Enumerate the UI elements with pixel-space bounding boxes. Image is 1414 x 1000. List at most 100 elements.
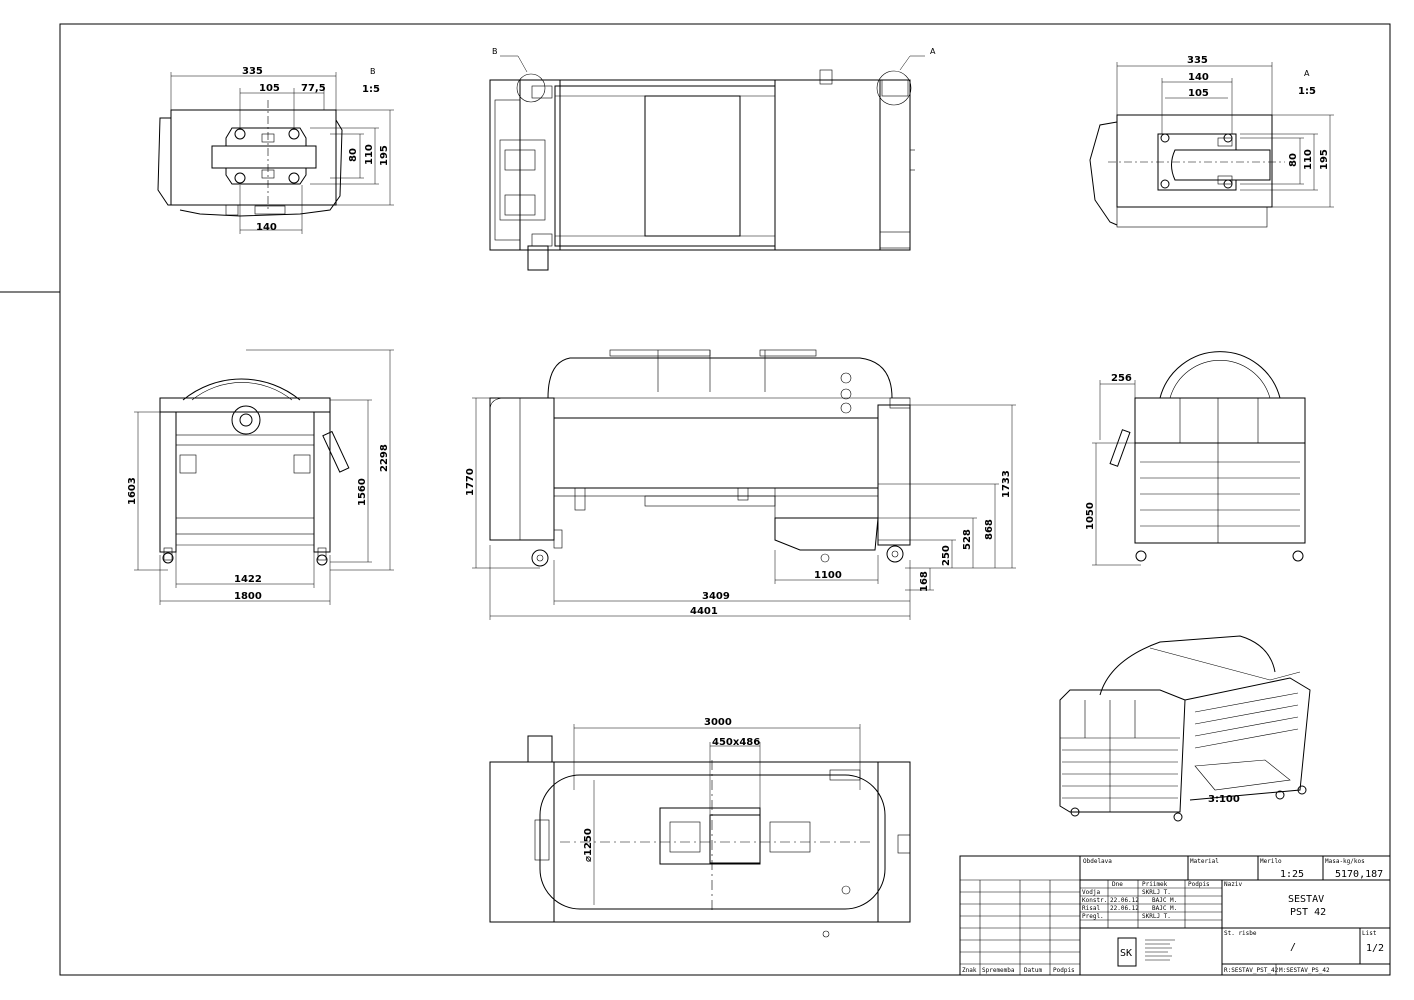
top-view: B A [489,47,936,271]
detail-b-dim-offset: 77,5 [301,83,326,94]
side-dim-250: 250 [941,545,952,566]
top-view-outline [489,79,911,251]
detail-b-plate [170,109,337,206]
svg-text:Pregl.: Pregl. [1082,913,1104,920]
title-row: Pregl. SKRLJ T. [1082,913,1171,920]
detail-a-view: A 1:5 335 140 105 80 110 195 [1089,55,1334,228]
title-naziv: Naziv [1224,881,1242,888]
side-tray [774,517,879,551]
end-left-dim-1603: 1603 [127,477,138,505]
title-col-priimek: Priimek [1142,881,1168,888]
side-dim-1100: 1100 [814,570,842,581]
detail-a-dim-140: 140 [1188,72,1209,83]
detail-b-view: B 1:5 335 105 77,5 140 [157,66,394,234]
title-col-dne: Dne [1112,881,1123,888]
plan-drum [539,774,886,910]
svg-text:SKRLJ T.: SKRLJ T. [1142,889,1171,896]
end-left-dim-1800: 1800 [234,591,262,602]
end-view-right: 256 1050 [1085,351,1306,566]
title-col-podpis: Podpis [1188,881,1210,888]
side-dim-4401: 4401 [690,606,718,617]
title-st-risbe-value: / [1290,942,1296,953]
side-drum-top [547,357,893,399]
svg-text:22.06.12: 22.06.12 [1110,905,1139,912]
title-row: Vodja SKRLJ T. [1082,889,1171,896]
end-view-left: 1603 1560 2298 1422 1800 [127,349,394,605]
detail-b-dim-80: 80 [348,148,359,162]
title-list: List [1362,930,1377,937]
detail-b-dim-110: 110 [364,144,375,165]
side-dim-1770: 1770 [465,468,476,496]
detail-b-dim-195: 195 [379,145,390,166]
title-merilo-value: 1:25 [1280,869,1304,880]
drum-hub [231,405,261,435]
top-view-callout-b: B [492,47,498,56]
title-main-1: SESTAV [1288,894,1324,905]
title-masa: Masa-kg/kos [1325,858,1365,865]
iso-drum [1099,635,1276,696]
detail-b-circle [516,73,546,103]
title-row: Risal 22.06.12 BAJC M. [1082,905,1177,912]
svg-text:BAJC M.: BAJC M. [1152,897,1177,904]
title-st-risbe: St. risbe [1224,930,1257,937]
drum-outline [182,378,301,401]
detail-a-dim-195: 195 [1319,149,1330,170]
iso-scale: 3:100 [1208,794,1240,805]
side-dim-3409: 3409 [702,591,730,602]
svg-text:Vodja: Vodja [1082,889,1100,896]
detail-a-dim-width: 335 [1187,55,1208,66]
detail-b-dim-hole: 105 [259,83,280,94]
title-footer-znak: Znak [962,967,977,974]
detail-b-dim-width: 335 [242,66,263,77]
title-block: Znak Sprememba Datum Podpis Obdelava Mat… [959,855,1391,976]
detail-b-label: B [370,67,376,76]
title-footer-podpis: Podpis [1053,967,1075,974]
title-merilo: Merilo [1260,858,1282,865]
company-logo-text: SK [1120,948,1132,959]
title-file-2: M:SESTAV_PS_42 [1279,967,1330,974]
detail-b-tube [211,145,317,169]
side-dim-528: 528 [962,529,973,550]
detail-a-label: A [1304,69,1310,78]
title-masa-value: 5170,187 [1335,869,1383,880]
detail-a-scale: 1:5 [1298,86,1316,97]
svg-text:BAJC M.: BAJC M. [1152,905,1177,912]
plan-dim-opening: 450x486 [712,737,760,748]
top-view-callout-a: A [930,47,936,56]
end-right-dim-1050: 1050 [1085,502,1096,530]
title-row: Konstr. 22.06.12 BAJC M. [1082,897,1177,904]
detail-a-dim-80: 80 [1288,153,1299,167]
detail-a-dim-hole: 105 [1188,88,1209,99]
title-footer-datum: Datum [1024,967,1042,974]
side-end-box [489,397,555,541]
title-main-2: PST 42 [1290,907,1326,918]
side-view: 1770 1733 868 528 250 168 1100 3409 4401 [465,349,1016,620]
svg-text:Risal: Risal [1082,905,1100,912]
title-list-value: 1/2 [1366,943,1384,954]
plan-view: 3000 450x486 ⌀1250 [489,717,911,938]
detail-b-dim-bottom: 140 [256,222,277,233]
iso-view: 3:100 [1059,635,1311,822]
plan-dim-diameter: ⌀1250 [583,828,594,862]
end-right-panel [1134,442,1306,544]
drum-outline-right [1159,351,1281,399]
svg-text:Konstr.: Konstr. [1082,897,1107,904]
detail-b-scale: 1:5 [362,84,380,95]
detail-a-circle [876,70,912,106]
svg-text:22.06.12: 22.06.12 [1110,897,1139,904]
title-footer-sprememba: Sprememba [982,967,1015,974]
title-obdelava: Obdelava [1083,858,1112,865]
iso-front-box [1059,689,1186,813]
plan-opening [709,814,761,864]
plan-dim-3000: 3000 [704,717,732,728]
title-material: Material [1190,858,1219,865]
side-dim-868: 868 [984,519,995,540]
title-block-frame [959,855,1391,976]
side-dim-1733: 1733 [1001,470,1012,498]
detail-a-dim-110: 110 [1303,149,1314,170]
end-left-dim-1422: 1422 [234,574,262,585]
end-left-dim-1560: 1560 [357,478,368,506]
title-file-1: R:SESTAV_PST_42 [1224,967,1279,974]
